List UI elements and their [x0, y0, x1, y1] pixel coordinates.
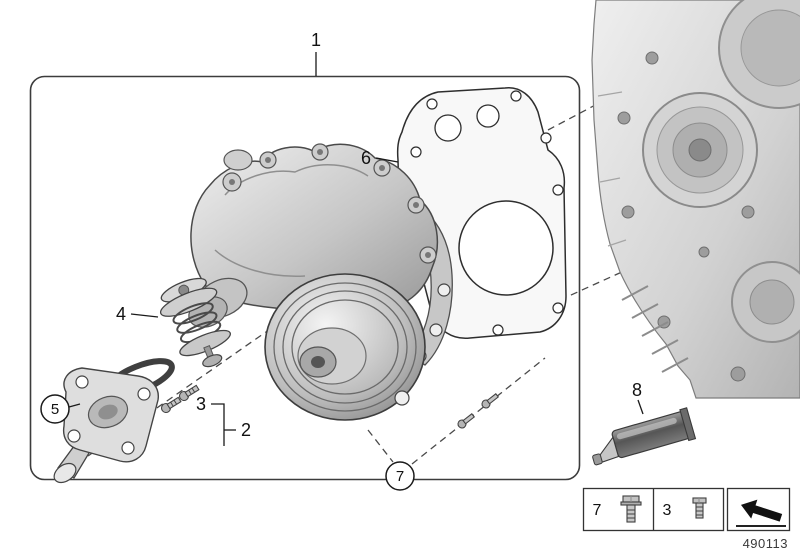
thermostat-housing-illustration — [53, 367, 159, 484]
tube-nozzle-tip — [592, 453, 603, 466]
callout-6-leader — [375, 157, 399, 163]
gasket-large-hole — [458, 200, 554, 296]
assembly-frame-border — [29, 75, 581, 481]
engine-block-illustration — [591, 0, 800, 399]
tube-highlight — [616, 417, 677, 440]
flange-bolt-icon — [481, 393, 500, 409]
gasket-bolt-holes — [398, 90, 564, 336]
callout-5-leader — [68, 403, 81, 408]
legend-7-label: 7 — [593, 502, 602, 519]
callout-7-label: 7 — [396, 468, 404, 485]
pump-bolt-bosses — [222, 143, 437, 264]
pump-pulley — [264, 273, 426, 421]
callout-1-label: 1 — [311, 30, 321, 50]
callout-4-leader — [130, 313, 159, 318]
screw-icon — [178, 384, 200, 402]
callout-3-bracket — [211, 403, 225, 446]
callout-4: 4 — [116, 304, 159, 324]
callout-7: 7 — [385, 461, 415, 491]
callout-3-2-bracket: 3 2 — [196, 394, 251, 446]
gasket-medium-hole-2 — [476, 104, 500, 128]
callout-7-circle — [385, 461, 415, 491]
block-boss-bottom-inner — [749, 279, 795, 325]
gasket-medium-hole-1 — [434, 114, 462, 142]
callout-8-label: 8 — [632, 380, 642, 400]
callout-6: 6 — [361, 148, 399, 168]
mounting-bolts-illustration — [457, 393, 500, 429]
water-pump-illustration — [188, 143, 453, 421]
legend-3-label: 3 — [663, 502, 672, 519]
housing-bolt-holes — [67, 375, 151, 455]
pump-housing-detail-line — [224, 164, 369, 196]
axis-pump-to-7-line — [367, 429, 394, 463]
sealant-tube-illustration — [592, 407, 697, 466]
thermostat-illustration — [159, 277, 231, 368]
callout-8-leader — [637, 399, 644, 415]
pulley-hub-center — [311, 356, 325, 368]
block-machining-marks — [597, 91, 627, 247]
callout-5: 5 — [40, 394, 81, 424]
tube-crimp — [679, 407, 697, 442]
callout-8: 8 — [632, 380, 644, 415]
housing-screws-illustration — [160, 384, 200, 414]
direction-arrow-icon — [740, 499, 783, 522]
callout-5-label: 5 — [51, 401, 59, 418]
callout-2-label: 2 — [241, 420, 251, 440]
housing-center-bore — [98, 404, 118, 420]
part-number: 490113 — [743, 536, 788, 551]
block-boss-top-inner — [740, 9, 800, 87]
flange-bolt-icon — [457, 413, 476, 429]
axis-bolt7-line — [411, 357, 546, 465]
flange-bolt-icon — [620, 495, 642, 523]
pump-lower-lug-hole — [394, 390, 410, 406]
axis-gasket-block-top-line — [547, 91, 621, 131]
callout-3-label: 3 — [196, 394, 206, 414]
screw-icon — [160, 396, 182, 414]
callout-4-label: 4 — [116, 304, 126, 324]
callout-5-circle — [40, 394, 70, 424]
pump-bore-center — [688, 138, 712, 162]
assembly-frame: 1 — [29, 30, 581, 481]
legend: 7 3 — [582, 487, 791, 532]
screw-icon — [692, 497, 707, 519]
callout-6-label: 6 — [361, 148, 371, 168]
pump-hose-port — [223, 149, 253, 171]
block-ribs — [621, 285, 689, 373]
pump-housing-detail-line-2 — [214, 249, 306, 277]
housing-outlet-opening — [53, 462, 77, 484]
